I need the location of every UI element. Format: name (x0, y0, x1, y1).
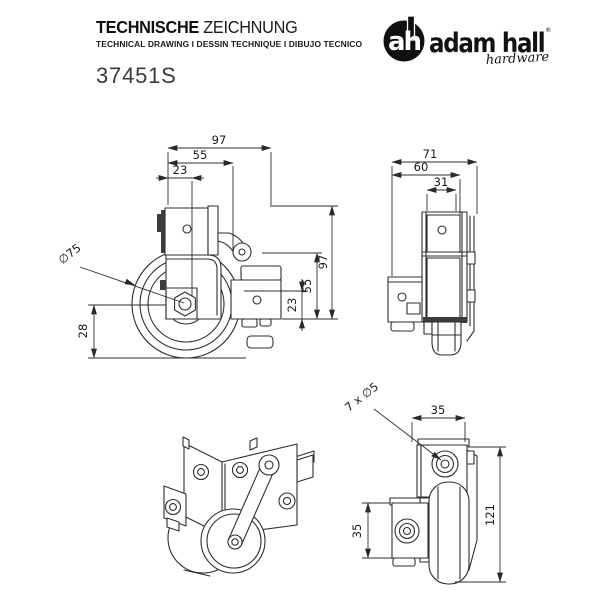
logo-script-text: hardware (485, 50, 549, 68)
front-view: 7 x ∅5 35 121 35 (342, 379, 506, 585)
rivet-washers (164, 461, 296, 516)
right-flange (240, 265, 282, 281)
rivet-hole (437, 225, 447, 235)
wheel-hub (227, 534, 243, 550)
logo-brand-group: adam hall (429, 27, 546, 58)
foot-tab (390, 321, 415, 332)
dim-top-width: 35 (431, 403, 446, 417)
isometric-view (163, 436, 315, 577)
logo-registered-mark: ® (545, 26, 552, 34)
dim-wheel-diameter: ∅75 (56, 241, 84, 267)
vertical-plate (207, 205, 219, 256)
side-view-body (157, 205, 282, 349)
dim-width-inner: 31 (434, 175, 449, 189)
dim-width-inner: 23 (173, 163, 188, 177)
adam-hall-logo-svg: ah adam hall ® hardware (383, 15, 552, 68)
foot-tab (259, 318, 272, 327)
foot-tab (392, 557, 416, 567)
dim-height-inner: 23 (285, 298, 299, 313)
top-tab (182, 436, 190, 450)
axle-hex-nut (174, 291, 196, 317)
dim-height-total: 97 (316, 255, 330, 270)
foot-tab (166, 517, 180, 532)
dim-flange-height: 35 (350, 524, 364, 539)
corner-tab (296, 454, 314, 483)
leader-arrow (431, 451, 441, 460)
side-tab (466, 289, 476, 303)
page-subtitle: TECHNICAL DRAWING I DESSIN TECHNIQUE I D… (96, 39, 363, 49)
adam-hall-logo: ah adam hall ® hardware (382, 11, 582, 74)
wheel-front (428, 481, 470, 585)
dim-width-total: 71 (423, 147, 438, 161)
logo-script-group: hardware (485, 50, 549, 68)
dim-wheel-protrusion: 28 (76, 324, 90, 339)
dim-width-total: 97 (212, 133, 227, 147)
flange-notch (406, 302, 421, 315)
foot-tab (423, 321, 433, 335)
side-view-dimensions: 97 55 23 97 55 23 (56, 133, 338, 359)
rivet-hole (252, 295, 262, 305)
part-number: 37451S (96, 63, 177, 88)
back-view: 71 60 31 (387, 147, 478, 356)
base-edge (423, 317, 467, 323)
rivet-washer (394, 518, 420, 544)
front-view-body (389, 438, 478, 585)
page-title: TECHNISCHE ZEICHNUNG (96, 18, 349, 36)
dim-width-mid: 55 (193, 148, 208, 162)
back-view-dimensions: 71 60 31 (391, 147, 478, 276)
pivot-boss (232, 242, 252, 262)
foot-tab (241, 318, 258, 328)
dim-total-height: 121 (483, 504, 497, 526)
back-view-body (387, 211, 476, 356)
side-view: 97 55 23 97 55 23 (56, 133, 338, 359)
logo-brand-text: adam hall (429, 27, 544, 58)
foot-pad (246, 335, 274, 349)
page-title-bold: TECHNISCHE (96, 17, 200, 37)
header: TECHNISCHE ZEICHNUNG TECHNICAL DRAWING I… (96, 18, 368, 89)
pivot-boss (258, 454, 280, 476)
leader-arrow (124, 278, 135, 285)
logo-monogram: ah (388, 27, 421, 57)
dim-hole-spec: 7 x ∅5 (342, 379, 381, 414)
page-title-light: ZEICHNUNG (203, 17, 298, 37)
rivet-hole (182, 224, 192, 234)
dim-width-mid: 60 (414, 160, 429, 174)
axle-block (165, 287, 198, 320)
top-tab (249, 437, 258, 451)
wheel-edge (431, 321, 462, 356)
wheel-face (206, 513, 262, 569)
rivet-hole (397, 292, 407, 302)
side-tab (466, 450, 475, 465)
side-tab (466, 251, 476, 265)
folded-edge (161, 210, 166, 253)
logo-h-ascender (406, 15, 416, 41)
